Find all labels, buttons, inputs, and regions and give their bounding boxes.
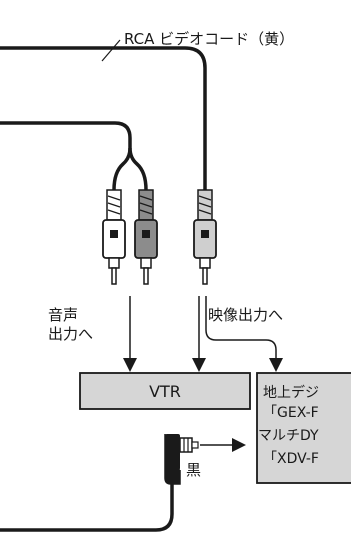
audio-cable [0, 121, 132, 148]
rca-plug-red [134, 189, 158, 285]
cable-name-label: RCA ビデオコード（黄） [124, 30, 294, 48]
tuner-label-line3: マルチDY [258, 428, 319, 444]
audio-cable-branch-right [128, 147, 148, 191]
black-cable [0, 484, 174, 532]
tuner-label-line4: 「XDV-F [263, 451, 319, 467]
tuner-label-line2: 「GEX-F [263, 405, 319, 421]
rca-plug-yellow [193, 189, 217, 285]
audio-down-arrow [123, 296, 137, 372]
video-branch-arrow [205, 296, 283, 372]
tuner-box [256, 372, 351, 484]
rca-plug-white [102, 189, 126, 285]
video-down-arrow [192, 296, 206, 372]
tuner-label-line1: 地上デジ [263, 384, 319, 401]
cable-label-leader [101, 39, 121, 62]
audio-cable-branch-left [112, 147, 132, 191]
vtr-label: VTR [149, 382, 181, 401]
audio-output-label-line1: 音声 [48, 306, 78, 324]
vtr-box [79, 372, 251, 410]
video-output-label: 映像出力へ [208, 306, 283, 324]
tuner-arrow [200, 438, 246, 452]
audio-output-label-line2: 出力へ [48, 325, 93, 343]
black-label: 黒 [186, 461, 201, 479]
video-cable [0, 46, 207, 192]
black-mini-plug [164, 434, 199, 485]
